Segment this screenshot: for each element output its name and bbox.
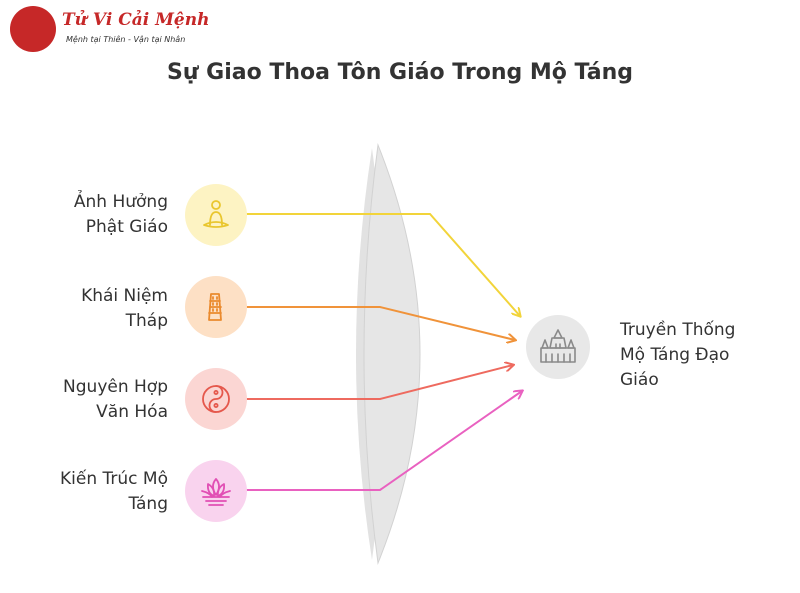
tower-icon [185,276,247,338]
logo-subtitle: Mệnh tại Thiên - Vận tại Nhân [66,35,186,44]
temple-icon [526,315,590,379]
connector-tower [246,306,515,340]
logo-title: Tử Vi Cải Mệnh [62,10,210,30]
yin-yang-icon [185,368,247,430]
meditation-icon [185,184,247,246]
lens-shape [356,143,435,565]
diagram-title: Sự Giao Thoa Tôn Giáo Trong Mộ Táng [167,60,633,85]
connector-culture [246,365,513,400]
lotus-icon [185,460,247,522]
logo: Tử Vi Cải Mệnh Mệnh tại Thiên - Vận tại … [6,4,209,56]
connector-buddhism [246,213,520,316]
logo-emblem-icon [10,6,56,52]
label-taoist-burial-tradition: Truyền Thống Mộ Táng Đạo Giáo [620,320,736,390]
connector-architecture [246,391,522,491]
